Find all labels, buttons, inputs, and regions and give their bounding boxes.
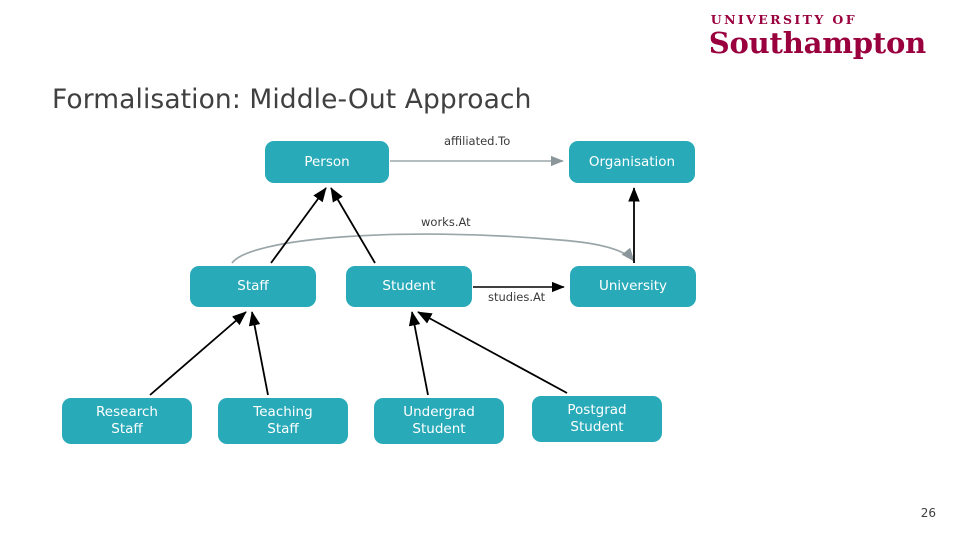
node-staff[interactable]: Staff [190,266,316,307]
edge-student-isa-person [330,187,376,264]
edge-teaching-isa-staff [248,311,269,396]
node-label: University [598,278,668,295]
logo-line-university-of: UNIVERSITY OF [710,12,857,27]
node-label: Organisation [588,153,676,170]
page-title: Formalisation: Middle-Out Approach [52,84,532,115]
edge-research-isa-staff [149,311,247,396]
node-label: Staff [237,278,269,295]
node-label: Person [304,153,350,170]
page-number: 26 [920,506,936,520]
edge-label-worksAt: works.At [421,215,471,229]
node-label: Student [382,278,436,295]
node-university[interactable]: University [570,266,696,307]
edge-staff-worksat-organisation [231,233,635,264]
node-organisation[interactable]: Organisation [569,141,695,183]
edge-label-affiliatedTo: affiliated.To [444,134,511,148]
logo-line-southampton: Southampton [708,25,926,60]
edge-postgrad-isa-student [417,311,568,394]
edge-label-studiesAt: studies.At [488,290,546,304]
university-logo: UNIVERSITY OF Southampton [708,12,926,60]
node-person[interactable]: Person [265,141,389,183]
edge-staff-isa-person [270,187,327,264]
node-student[interactable]: Student [346,266,472,307]
edge-undergrad-isa-student [408,311,429,396]
